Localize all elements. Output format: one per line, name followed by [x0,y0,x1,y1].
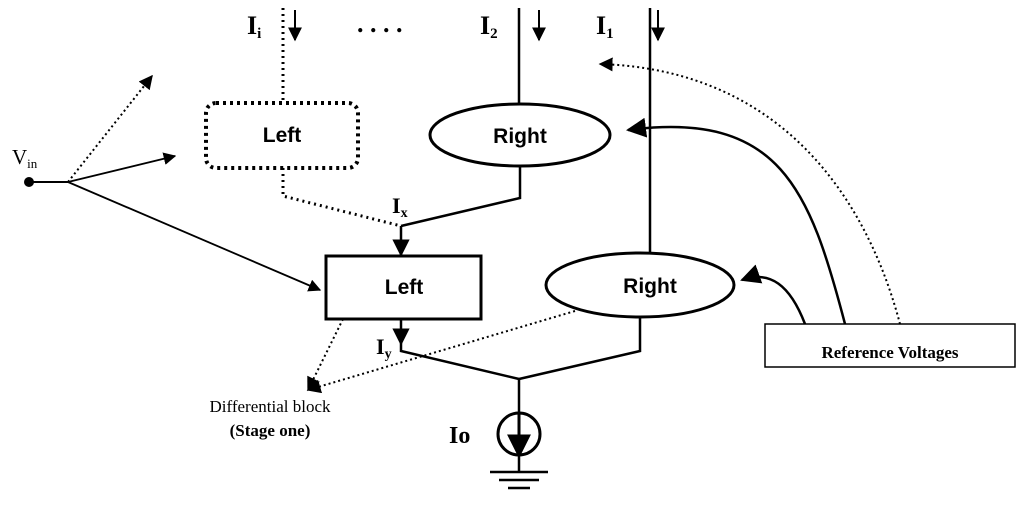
vin-arrow-solid [67,152,177,183]
current-label-ix: Ix [392,193,408,221]
vin-arrow-dotted [67,74,153,183]
reference-voltages-label: Reference Voltages [821,343,958,362]
current-label-io: Io [449,423,470,449]
ellipsis: . . . . [357,9,403,38]
diff-arrow-from-left [307,318,344,392]
left-block-main [324,254,483,321]
diff-arrow-from-right [306,310,576,394]
left-block-main-label: Left [385,276,424,299]
ground-icon [490,470,548,490]
current-label-ii: Ii [247,11,261,42]
differential-sublabel: (Stage one) [230,421,311,440]
current-label-i1: I1 [596,11,614,42]
ref-arrow-right-top [626,117,847,325]
ref-arrow-right-bottom [740,264,807,325]
dotted-left-to-node [281,168,402,228]
right-block-top-label: Right [493,125,547,148]
vin-label: Vin [12,145,38,171]
right-block-bottom-label: Right [623,275,677,298]
differential-label: Differential block [209,397,331,416]
reference-voltages-box [764,323,1016,368]
left-to-tail-node [399,344,520,381]
left-block-dotted-label: Left [263,124,302,147]
right-to-tail-node [518,317,642,381]
current-label-iy: Iy [376,334,392,362]
current-label-i2: I2 [480,11,498,42]
ref-arrow-i1 [598,57,901,325]
vin-arrow-to-left [67,181,322,292]
right-top-to-node [400,166,522,228]
